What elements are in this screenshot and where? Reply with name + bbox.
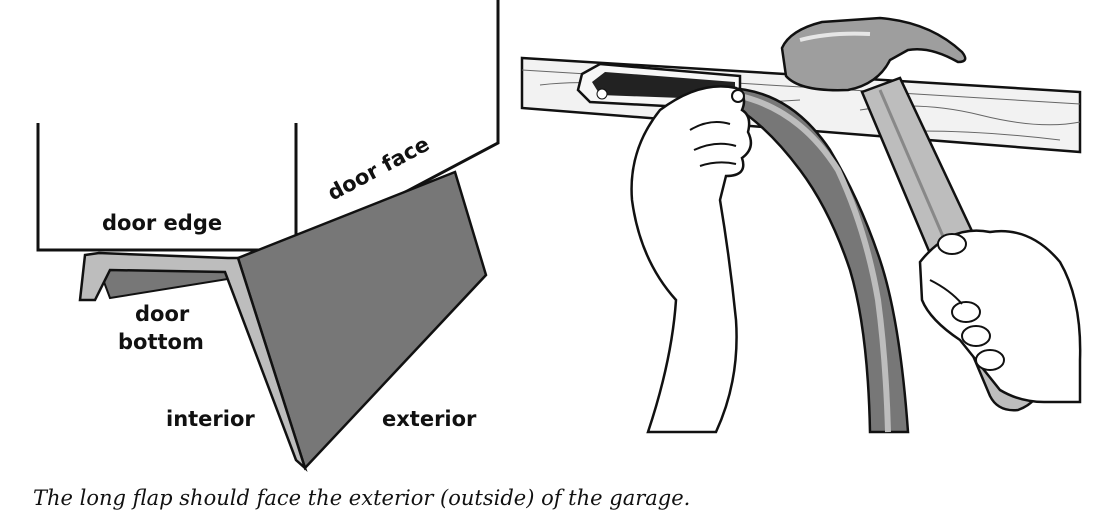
label-interior: interior xyxy=(166,407,255,431)
installation-illustration xyxy=(520,16,1082,434)
weatherstrip-seal-icon xyxy=(725,86,910,434)
hand-icon xyxy=(918,229,1082,404)
label-door-bottom-line1: door xyxy=(135,302,190,326)
label-door-edge: door edge xyxy=(102,211,223,235)
figure-caption: The long flap should face the exterior (… xyxy=(33,486,691,510)
label-exterior: exterior xyxy=(382,407,477,431)
door-edge-outline xyxy=(36,123,298,252)
door-bottom-icon xyxy=(36,0,500,472)
hand-icon xyxy=(630,85,753,434)
hammer-head xyxy=(780,16,967,92)
seal-rim xyxy=(78,251,308,472)
label-door-bottom-line2: bottom xyxy=(118,330,204,354)
